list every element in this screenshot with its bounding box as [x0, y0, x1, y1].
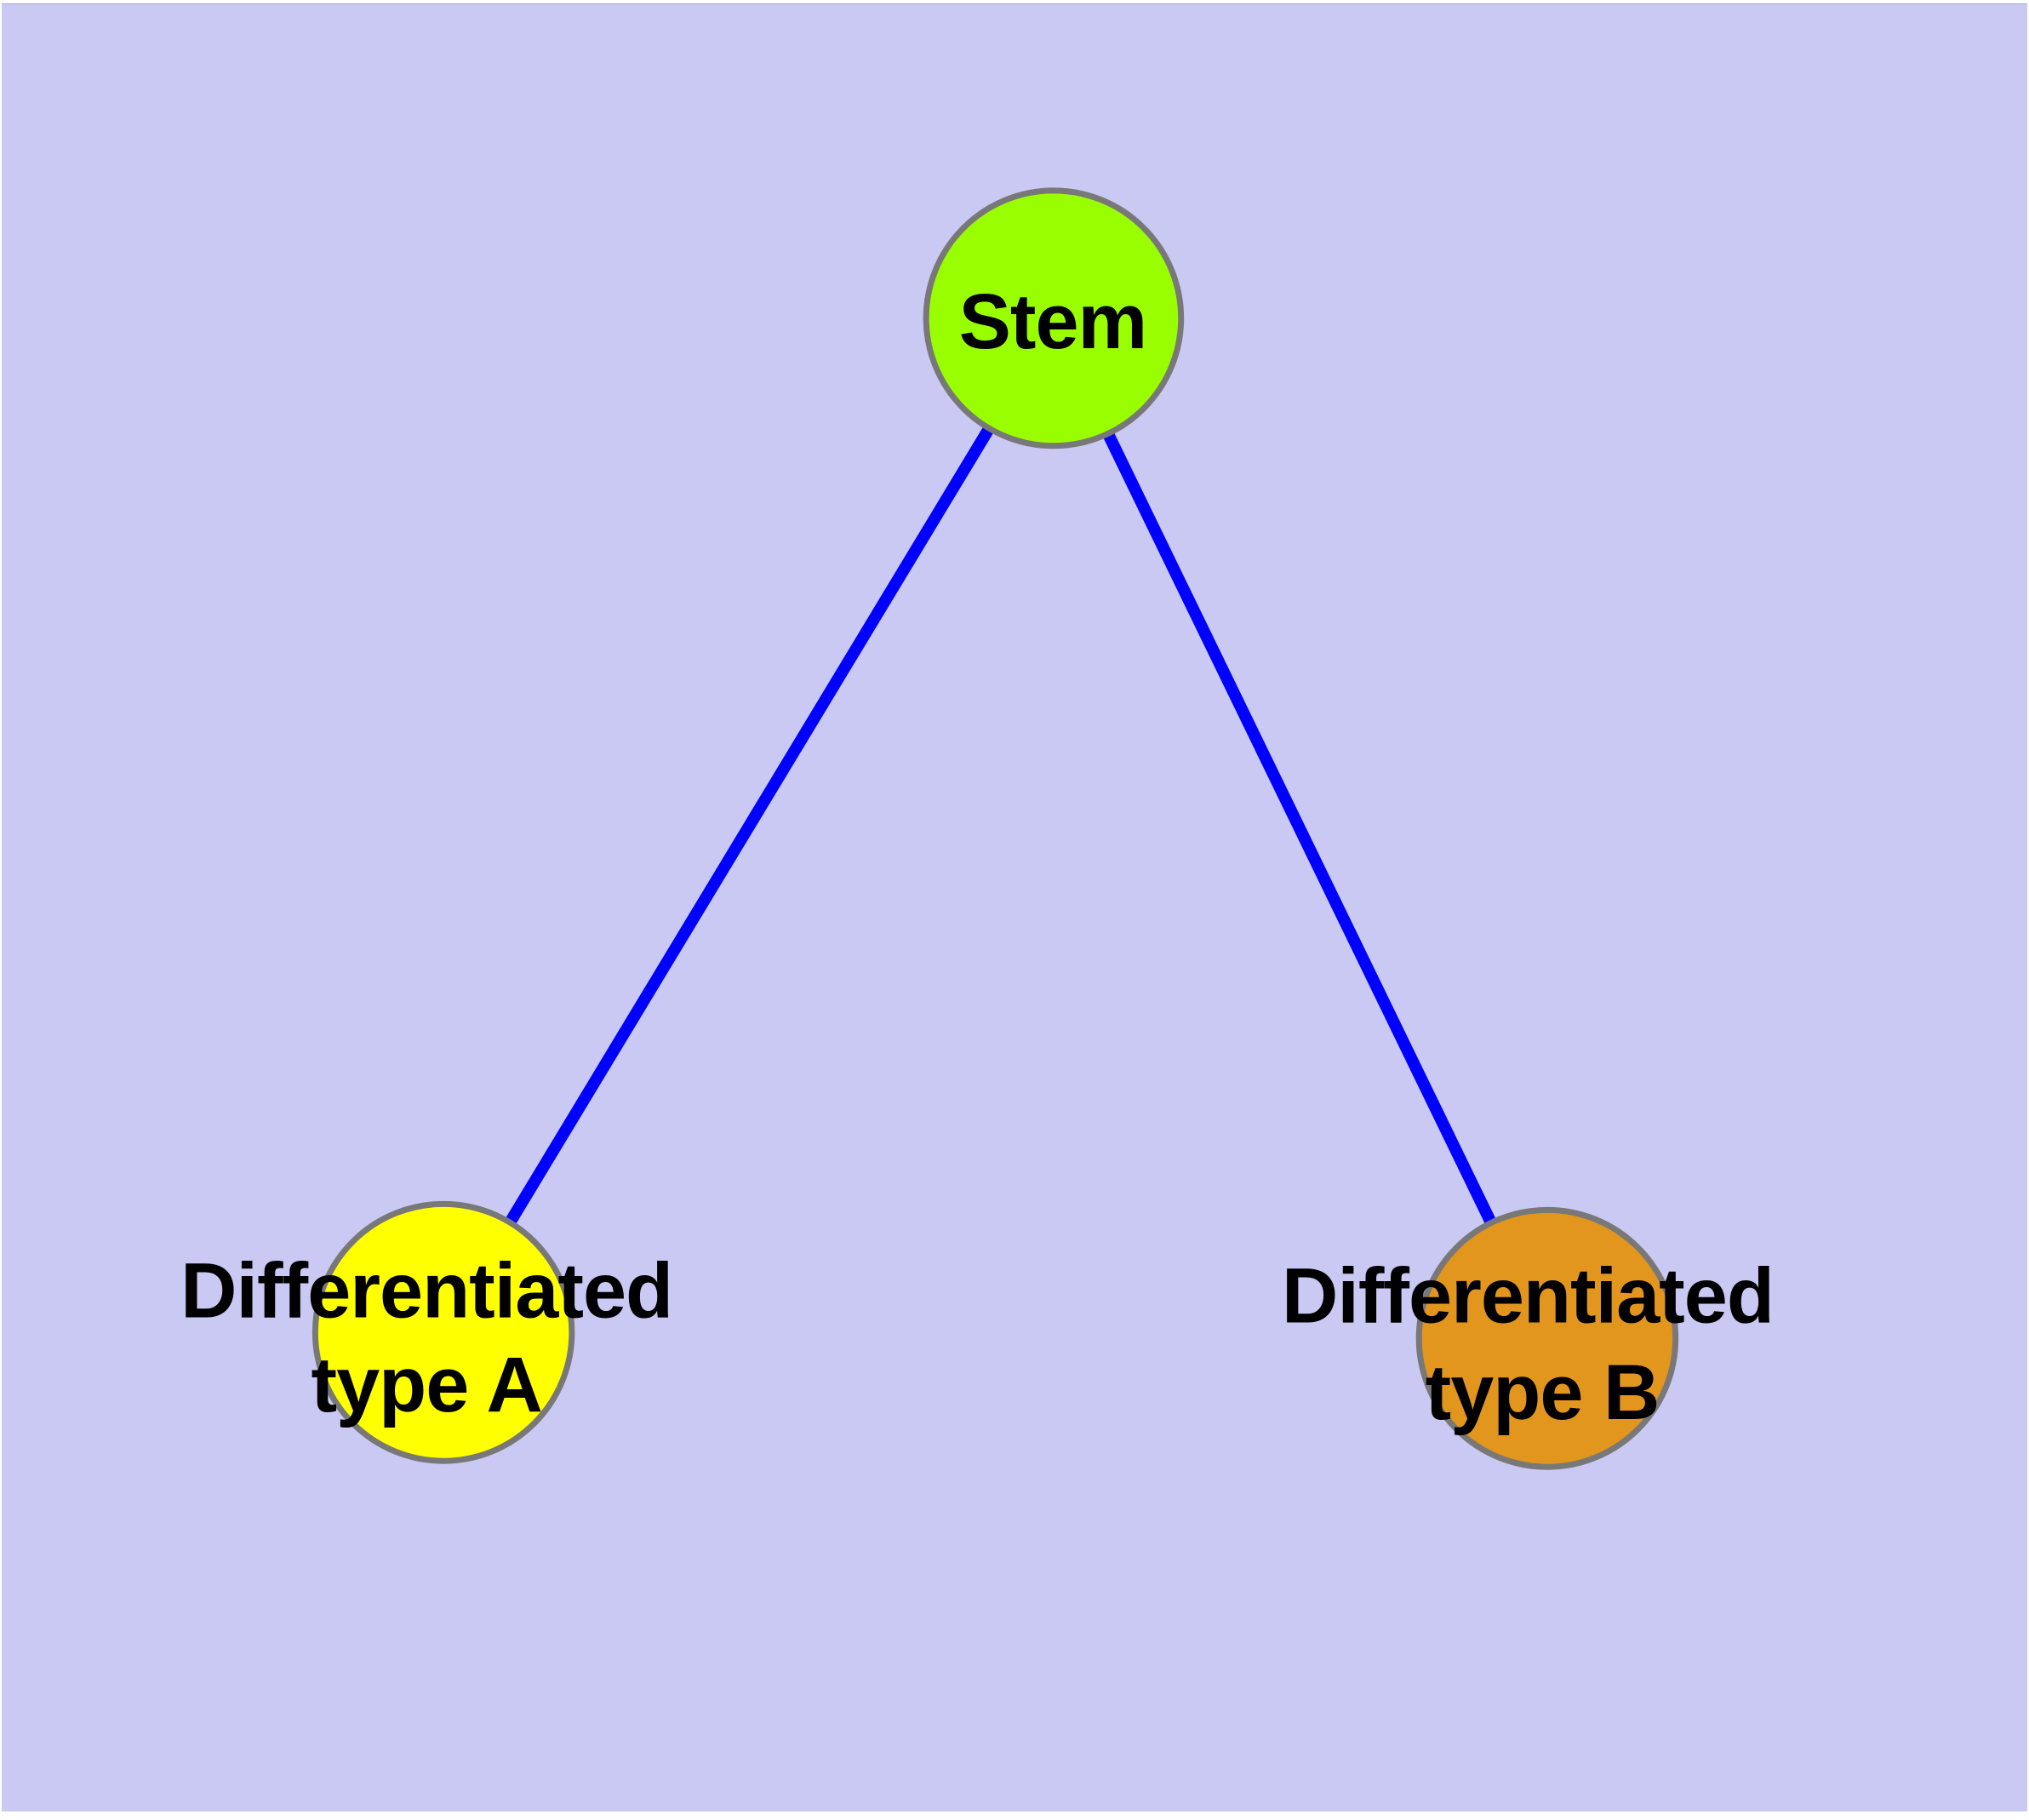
node-stem-label: Stem — [959, 278, 1147, 365]
graph-svg: Stem Differentiated type A Differentiate… — [2, 4, 2027, 1811]
edge-line-stem-type-a[interactable] — [438, 318, 1059, 1336]
edge-stem-to-type-b[interactable] — [1048, 318, 1553, 1342]
node-stem-circle[interactable] — [923, 187, 1185, 449]
node-differentiated-type-b[interactable]: Differentiated type B — [1282, 1206, 1775, 1470]
edge-line-stem-type-b[interactable] — [1048, 318, 1553, 1342]
node-differentiated-type-a[interactable]: Differentiated type A — [180, 1200, 673, 1464]
node-type-a-circle[interactable] — [311, 1200, 575, 1464]
node-type-b-label-line1: Differentiated — [1282, 1252, 1774, 1339]
node-stem[interactable]: Stem — [923, 187, 1185, 449]
node-type-b-label-line2: type B — [1426, 1349, 1660, 1436]
graph-canvas: Stem Differentiated type A Differentiate… — [2, 3, 2027, 1811]
edge-stem-to-type-a[interactable] — [438, 318, 1059, 1336]
node-type-a-label-line1: Differentiated — [180, 1247, 672, 1334]
node-type-b-circle[interactable] — [1415, 1206, 1679, 1470]
node-type-a-label-line2: type A — [311, 1342, 542, 1428]
